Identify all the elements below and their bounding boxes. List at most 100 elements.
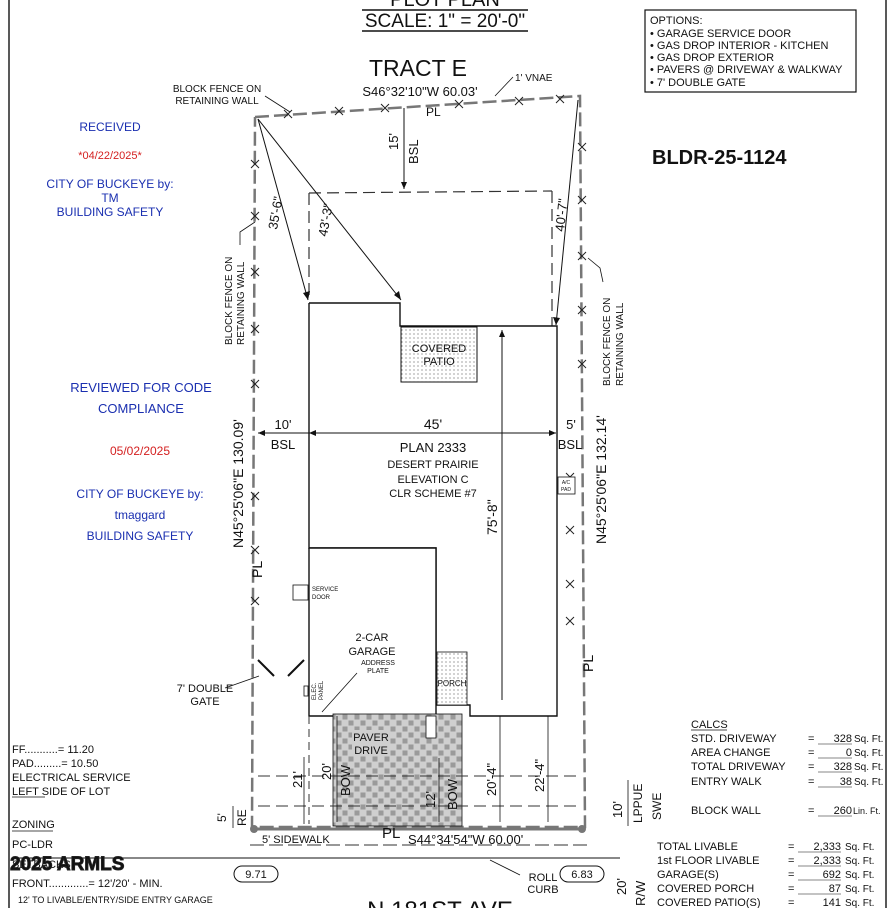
pl-right: PL	[580, 655, 596, 672]
svg-text:2,333: 2,333	[813, 855, 841, 867]
side-left-bsl: BSL	[271, 437, 296, 452]
swe-label: SWE	[650, 793, 664, 820]
svg-text:ENTRY WALK: ENTRY WALK	[691, 776, 762, 788]
sidewalk-label: 5' SIDEWALK	[262, 834, 330, 846]
gate-label-2: GATE	[190, 696, 219, 708]
svg-text:141: 141	[823, 897, 841, 908]
reviewed-line1: REVIEWED FOR CODE	[70, 380, 212, 395]
ff-note: FF...........= 11.20	[12, 744, 94, 756]
permit-number: BLDR-25-1124	[652, 147, 787, 169]
rw-dim: 20'	[614, 878, 629, 895]
fence-right-label-2: RETAINING WALL	[615, 302, 626, 386]
svg-text:Sq. Ft.: Sq. Ft.	[845, 870, 874, 881]
zoning-title: ZONING	[12, 819, 55, 831]
svg-text:Sq. Ft.: Sq. Ft.	[845, 884, 874, 895]
dim-20: 20'	[319, 763, 334, 780]
fence-right-label: BLOCK FENCE ON	[602, 298, 613, 386]
option-item: • 7' DOUBLE GATE	[650, 77, 746, 89]
calcs-title: CALCS	[691, 719, 728, 731]
svg-text:=: =	[788, 897, 794, 908]
svg-text:Sq. Ft.: Sq. Ft.	[854, 748, 883, 759]
svg-text:Sq. Ft.: Sq. Ft.	[854, 762, 883, 773]
paver-label: PAVER	[353, 732, 389, 744]
svg-text:GARAGE(S): GARAGE(S)	[657, 869, 719, 881]
calcs-table: STD. DRIVEWAY = 328 Sq. Ft. AREA CHANGE …	[691, 733, 883, 817]
svg-text:PAD: PAD	[561, 487, 571, 493]
rear-setback-label: BSL	[406, 139, 421, 164]
svg-text:260: 260	[834, 805, 852, 817]
gate-label: 7' DOUBLE	[177, 683, 234, 695]
svg-text:38: 38	[840, 776, 852, 788]
fence-left-label-2: RETAINING WALL	[236, 261, 247, 345]
options-title: OPTIONS:	[650, 15, 703, 27]
svg-text:=: =	[808, 747, 814, 759]
porch-label: PORCH	[438, 679, 467, 688]
address-plate-label: ADDRESS	[361, 660, 395, 667]
house-depth: 75'-8"	[484, 499, 500, 535]
svg-text:Sq. Ft.: Sq. Ft.	[845, 842, 874, 853]
street-name-partial: N 181ST AVE	[367, 897, 513, 908]
zoning-value: PC-LDR	[12, 839, 53, 851]
service-door-icon	[292, 584, 309, 601]
received-initials: TM	[101, 191, 118, 205]
svg-text:1st FLOOR LIVABLE: 1st FLOOR LIVABLE	[657, 855, 760, 867]
side-right-setback: 5'	[566, 417, 576, 432]
svg-text:87: 87	[829, 883, 841, 895]
svg-text:COVERED PORCH: COVERED PORCH	[657, 883, 754, 895]
plan-line-4: CLR SCHEME #7	[389, 488, 476, 500]
svg-text:COVERED PATIO(S): COVERED PATIO(S)	[657, 897, 761, 908]
svg-text:Sq. Ft.: Sq. Ft.	[845, 856, 874, 867]
fence-top-label: BLOCK FENCE ON	[173, 84, 261, 95]
svg-text:Lin. Ft.: Lin. Ft.	[853, 806, 881, 816]
svg-text:=: =	[808, 805, 814, 817]
paver-label-2: DRIVE	[354, 745, 388, 757]
top-bearing: S46°32'10"W 60.03'	[362, 84, 477, 99]
option-item: • GAS DROP INTERIOR - KITCHEN	[650, 40, 829, 52]
svg-text:=: =	[788, 869, 794, 881]
tract-label: TRACT E	[369, 55, 467, 81]
right-bearing: N45°25'06"E 132.14'	[593, 415, 609, 544]
pl-bottom: PL	[382, 825, 400, 842]
livable-note: 12' TO LIVABLE/ENTRY/SIDE ENTRY GARAGE	[18, 895, 213, 905]
address-plate-label-2: PLATE	[367, 668, 389, 675]
rw-label: R/W	[633, 880, 648, 906]
svg-text:=: =	[788, 883, 794, 895]
svg-text:BLOCK WALL: BLOCK WALL	[691, 805, 761, 817]
re-label: RE	[235, 809, 249, 826]
side-left-setback: 10'	[275, 417, 292, 432]
option-item: • GAS DROP EXTERIOR	[650, 52, 774, 64]
dim-40-7: 40'-7"	[552, 197, 570, 232]
reviewed-city: CITY OF BUCKEYE by:	[76, 487, 203, 501]
patio-label: COVERED	[412, 343, 466, 355]
plan-line-2: DESERT PRAIRIE	[387, 459, 478, 471]
svg-text:2,333: 2,333	[813, 841, 841, 853]
bow-right: BOW	[445, 778, 460, 810]
curb-label: ROLL	[529, 872, 558, 884]
elevation-right: 6.83	[571, 869, 592, 881]
svg-text:Sq. Ft.: Sq. Ft.	[845, 898, 874, 908]
elec-panel-label: ELEC.	[312, 682, 318, 700]
left-bearing: N45°25'06"E 130.09'	[230, 419, 246, 548]
pad-note: PAD.........= 10.50	[12, 758, 98, 770]
received-dept: BUILDING SAFETY	[57, 205, 164, 219]
porch-area	[436, 651, 468, 706]
received-title: RECEIVED	[79, 120, 141, 134]
dim-43-3: 43'-3"	[315, 202, 336, 238]
dim-22-4: 22'-4"	[532, 758, 547, 792]
fence-left-label: BLOCK FENCE ON	[224, 257, 235, 345]
option-item: • GARAGE SERVICE DOOR	[650, 28, 791, 40]
pl-left: PL	[249, 561, 265, 578]
dim-10: 10'	[610, 801, 625, 818]
plan-scale: SCALE: 1" = 20'-0"	[365, 11, 525, 32]
received-city: CITY OF BUCKEYE by:	[46, 177, 173, 191]
dim-20-4: 20'-4"	[484, 762, 499, 796]
plan-title-partial: PLOT PLAN	[390, 0, 500, 11]
service-door-label-2: DOOR	[312, 595, 331, 601]
svg-text:AREA CHANGE: AREA CHANGE	[691, 747, 770, 759]
svg-text:=: =	[808, 776, 814, 788]
plan-name: PLAN 2333	[400, 440, 467, 455]
svg-text:=: =	[808, 733, 814, 745]
reviewed-initials: tmaggard	[115, 508, 166, 522]
dim-35-6: 35'-6"	[265, 195, 286, 231]
